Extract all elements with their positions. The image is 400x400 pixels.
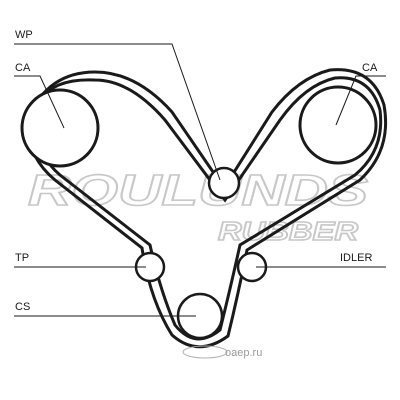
watermark-brand-line2: RUBBER — [218, 216, 358, 246]
label-tp: TP — [15, 252, 29, 264]
site-logo-icon — [182, 345, 228, 359]
leader-lines — [14, 43, 386, 317]
camshaft-pulley-left — [20, 88, 100, 168]
timing-belt-inner — [26, 68, 388, 349]
brand-watermark: ROULUNDS RUBBER — [27, 165, 369, 247]
label-cs: CS — [15, 301, 30, 313]
water-pump-pulley — [207, 166, 241, 200]
leader-line-ca-right — [335, 75, 386, 126]
leader-line-ca-left — [14, 75, 65, 129]
label-ca-right: CA — [362, 62, 378, 74]
label-idler: IDLER — [340, 252, 372, 264]
site-watermark: oaep.ru — [182, 345, 262, 359]
watermark-brand-line1: ROULUNDS — [28, 166, 368, 215]
camshaft-pulley-right — [298, 85, 378, 165]
label-ca-left: CA — [15, 62, 31, 74]
site-watermark-text: oaep.ru — [225, 347, 262, 359]
label-wp: WP — [15, 29, 33, 41]
leader-line-wp — [14, 43, 221, 181]
